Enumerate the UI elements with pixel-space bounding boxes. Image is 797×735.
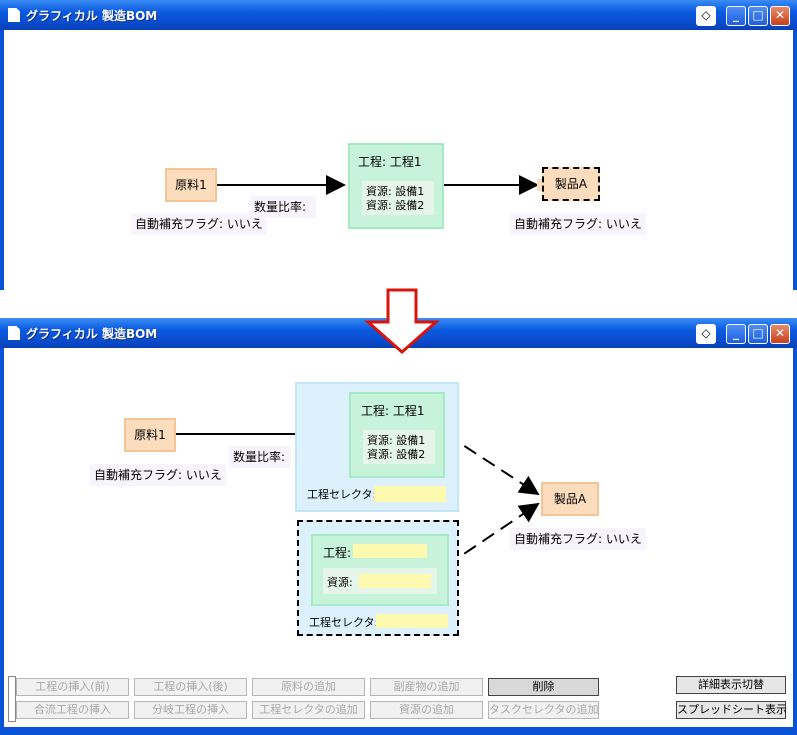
title-bar[interactable]: グラフィカル 製造BOM ◇ _ □ ✕: [0, 0, 797, 30]
process-node-new[interactable]: 工程: 資源:: [311, 534, 449, 606]
maximize-button[interactable]: □: [748, 6, 768, 26]
process-field[interactable]: [353, 544, 427, 558]
process-label: 工程: 工程1: [361, 404, 425, 418]
window-after: グラフィカル 製造BOM ◇ _ □ ✕ 原料1 自動補充フラグ: いいえ 数量…: [0, 318, 797, 735]
spreadsheet-view-button[interactable]: スプレッドシート表示: [676, 701, 787, 719]
selector-label: 工程セレクタ:: [309, 616, 379, 629]
minimize-button[interactable]: _: [726, 6, 746, 26]
edge-process2-product: [445, 502, 540, 567]
process-label: 工程:: [323, 546, 352, 560]
process-node[interactable]: 工程: 工程1 資源: 設備1 資源: 設備2: [348, 143, 444, 229]
window-title: グラフィカル 製造BOM: [26, 9, 158, 23]
resource-field[interactable]: [359, 574, 431, 588]
minimize-button[interactable]: _: [726, 324, 746, 344]
product-flag-label: 自動補充フラグ: いいえ: [510, 528, 646, 550]
insert-merge-process-button[interactable]: 合流工程の挿入: [16, 701, 129, 719]
resource-box[interactable]: 資源: 設備1 資源: 設備2: [362, 181, 434, 215]
ratio-label: 数量比率:: [229, 446, 291, 468]
material-node[interactable]: 原料1: [124, 418, 176, 452]
resource-item: 資源: 設備1: [366, 185, 425, 198]
delete-button[interactable]: 削除: [488, 678, 599, 696]
close-button[interactable]: ✕: [770, 6, 790, 26]
add-byproduct-button[interactable]: 副産物の追加: [370, 678, 483, 696]
document-icon: [8, 8, 20, 22]
resource-box[interactable]: 資源:: [323, 568, 437, 594]
resource-item: 資源: 設備1: [367, 434, 426, 447]
process-selector-group[interactable]: 工程: 工程1 資源: 設備1 資源: 設備2 工程セレクタ:: [295, 382, 459, 512]
resource-label: 資源:: [327, 576, 353, 589]
window-before: グラフィカル 製造BOM ◇ _ □ ✕ 原料1 自動補充フラグ: いいえ 数量…: [0, 0, 797, 290]
selector-label: 工程セレクタ:: [307, 488, 377, 501]
toolbar-handle[interactable]: [8, 676, 16, 722]
selector-field[interactable]: [376, 614, 448, 628]
canvas-before[interactable]: 原料1 自動補充フラグ: いいえ 数量比率: 工程: 工程1 資源: 設備1 資…: [0, 30, 797, 290]
add-material-button[interactable]: 原料の追加: [252, 678, 365, 696]
product-connector: [537, 179, 545, 191]
diamond-icon[interactable]: ◇: [696, 324, 716, 344]
process-label: 工程: 工程1: [358, 155, 422, 169]
insert-process-after-button[interactable]: 工程の挿入(後): [134, 678, 247, 696]
insert-process-before-button[interactable]: 工程の挿入(前): [16, 678, 129, 696]
material-flag-label: 自動補充フラグ: いいえ: [131, 213, 267, 235]
add-resource-button[interactable]: 資源の追加: [370, 701, 483, 719]
product-node-selected[interactable]: 製品A: [542, 167, 600, 201]
resource-box[interactable]: 資源: 設備1 資源: 設備2: [363, 430, 435, 464]
add-process-selector-button[interactable]: 工程セレクタの追加: [252, 701, 365, 719]
close-button[interactable]: ✕: [770, 324, 790, 344]
maximize-button[interactable]: □: [748, 324, 768, 344]
material-flag-label: 自動補充フラグ: いいえ: [90, 464, 226, 486]
edge-process1-product: [445, 433, 540, 496]
product-node[interactable]: 製品A: [541, 482, 599, 516]
selector-field[interactable]: [374, 486, 446, 502]
process-node[interactable]: 工程: 工程1 資源: 設備1 資源: 設備2: [349, 392, 445, 478]
resource-item: 資源: 設備2: [366, 199, 425, 212]
resource-item: 資源: 設備2: [367, 448, 426, 461]
title-bar[interactable]: グラフィカル 製造BOM ◇ _ □ ✕: [0, 318, 797, 348]
process-selector-group-new[interactable]: 工程: 資源: 工程セレクタ:: [297, 520, 459, 636]
insert-branch-process-button[interactable]: 分岐工程の挿入: [134, 701, 247, 719]
diamond-icon[interactable]: ◇: [696, 6, 716, 26]
canvas-after[interactable]: 原料1 自動補充フラグ: いいえ 数量比率: 工程: 工程1 資源: 設備1 資…: [0, 348, 797, 731]
edges-before: [216, 175, 539, 195]
document-icon: [8, 326, 20, 340]
window-title: グラフィカル 製造BOM: [26, 327, 158, 341]
product-flag-label: 自動補充フラグ: いいえ: [510, 213, 646, 235]
detail-toggle-button[interactable]: 詳細表示切替: [676, 676, 786, 694]
add-task-selector-button[interactable]: タスクセレクタの追加: [488, 701, 599, 719]
ratio-label: 数量比率:: [250, 196, 316, 218]
material-node[interactable]: 原料1: [165, 168, 217, 202]
